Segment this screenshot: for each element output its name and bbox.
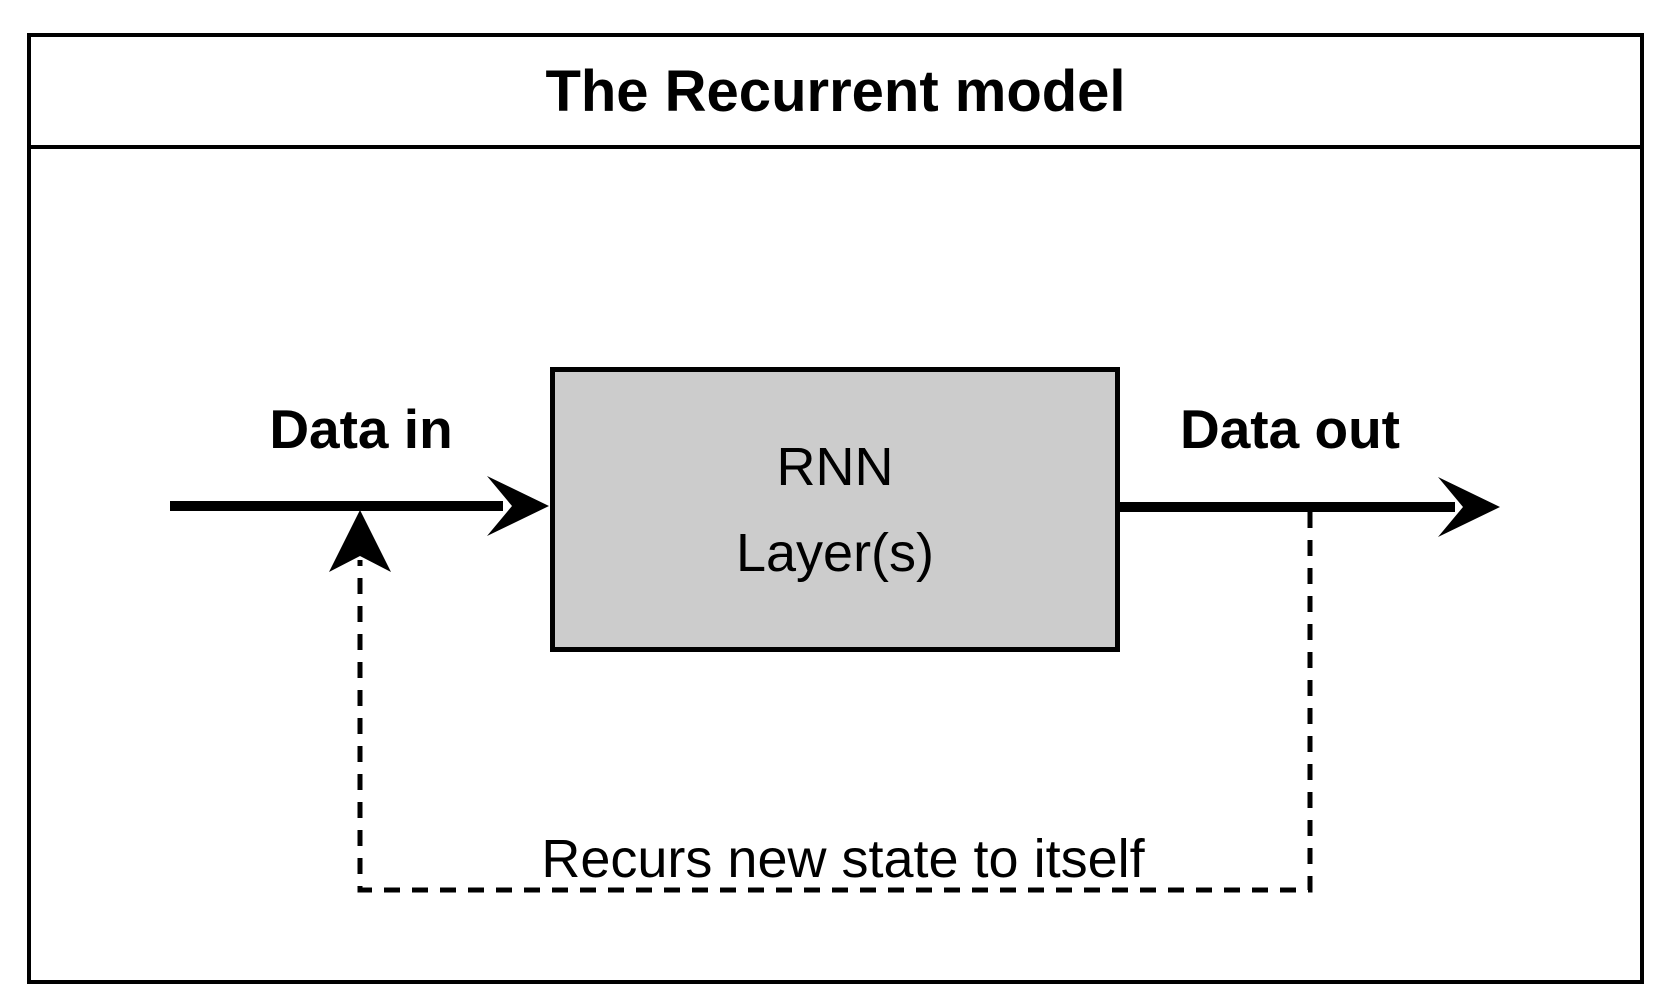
data-in-arrowhead-icon [487,476,549,536]
data-in-label: Data in [269,398,453,460]
title-bar: The Recurrent model [31,37,1640,149]
rnn-box-label-line1: RNN [776,436,894,497]
outer-frame: The Recurrent model [27,33,1644,984]
feedback-arrowhead-icon [329,510,391,572]
data-out-arrowhead-icon [1438,477,1500,537]
feedback-dashed-path [357,512,1313,893]
feedback-label: Recurs new state to itself [541,829,1145,889]
diagram-title: The Recurrent model [545,58,1126,124]
rnn-box-label-line2: Layer(s) [735,522,935,583]
rnn-layers-node: RNN Layer(s) [550,367,1120,652]
data-out-label: Data out [1180,398,1400,460]
